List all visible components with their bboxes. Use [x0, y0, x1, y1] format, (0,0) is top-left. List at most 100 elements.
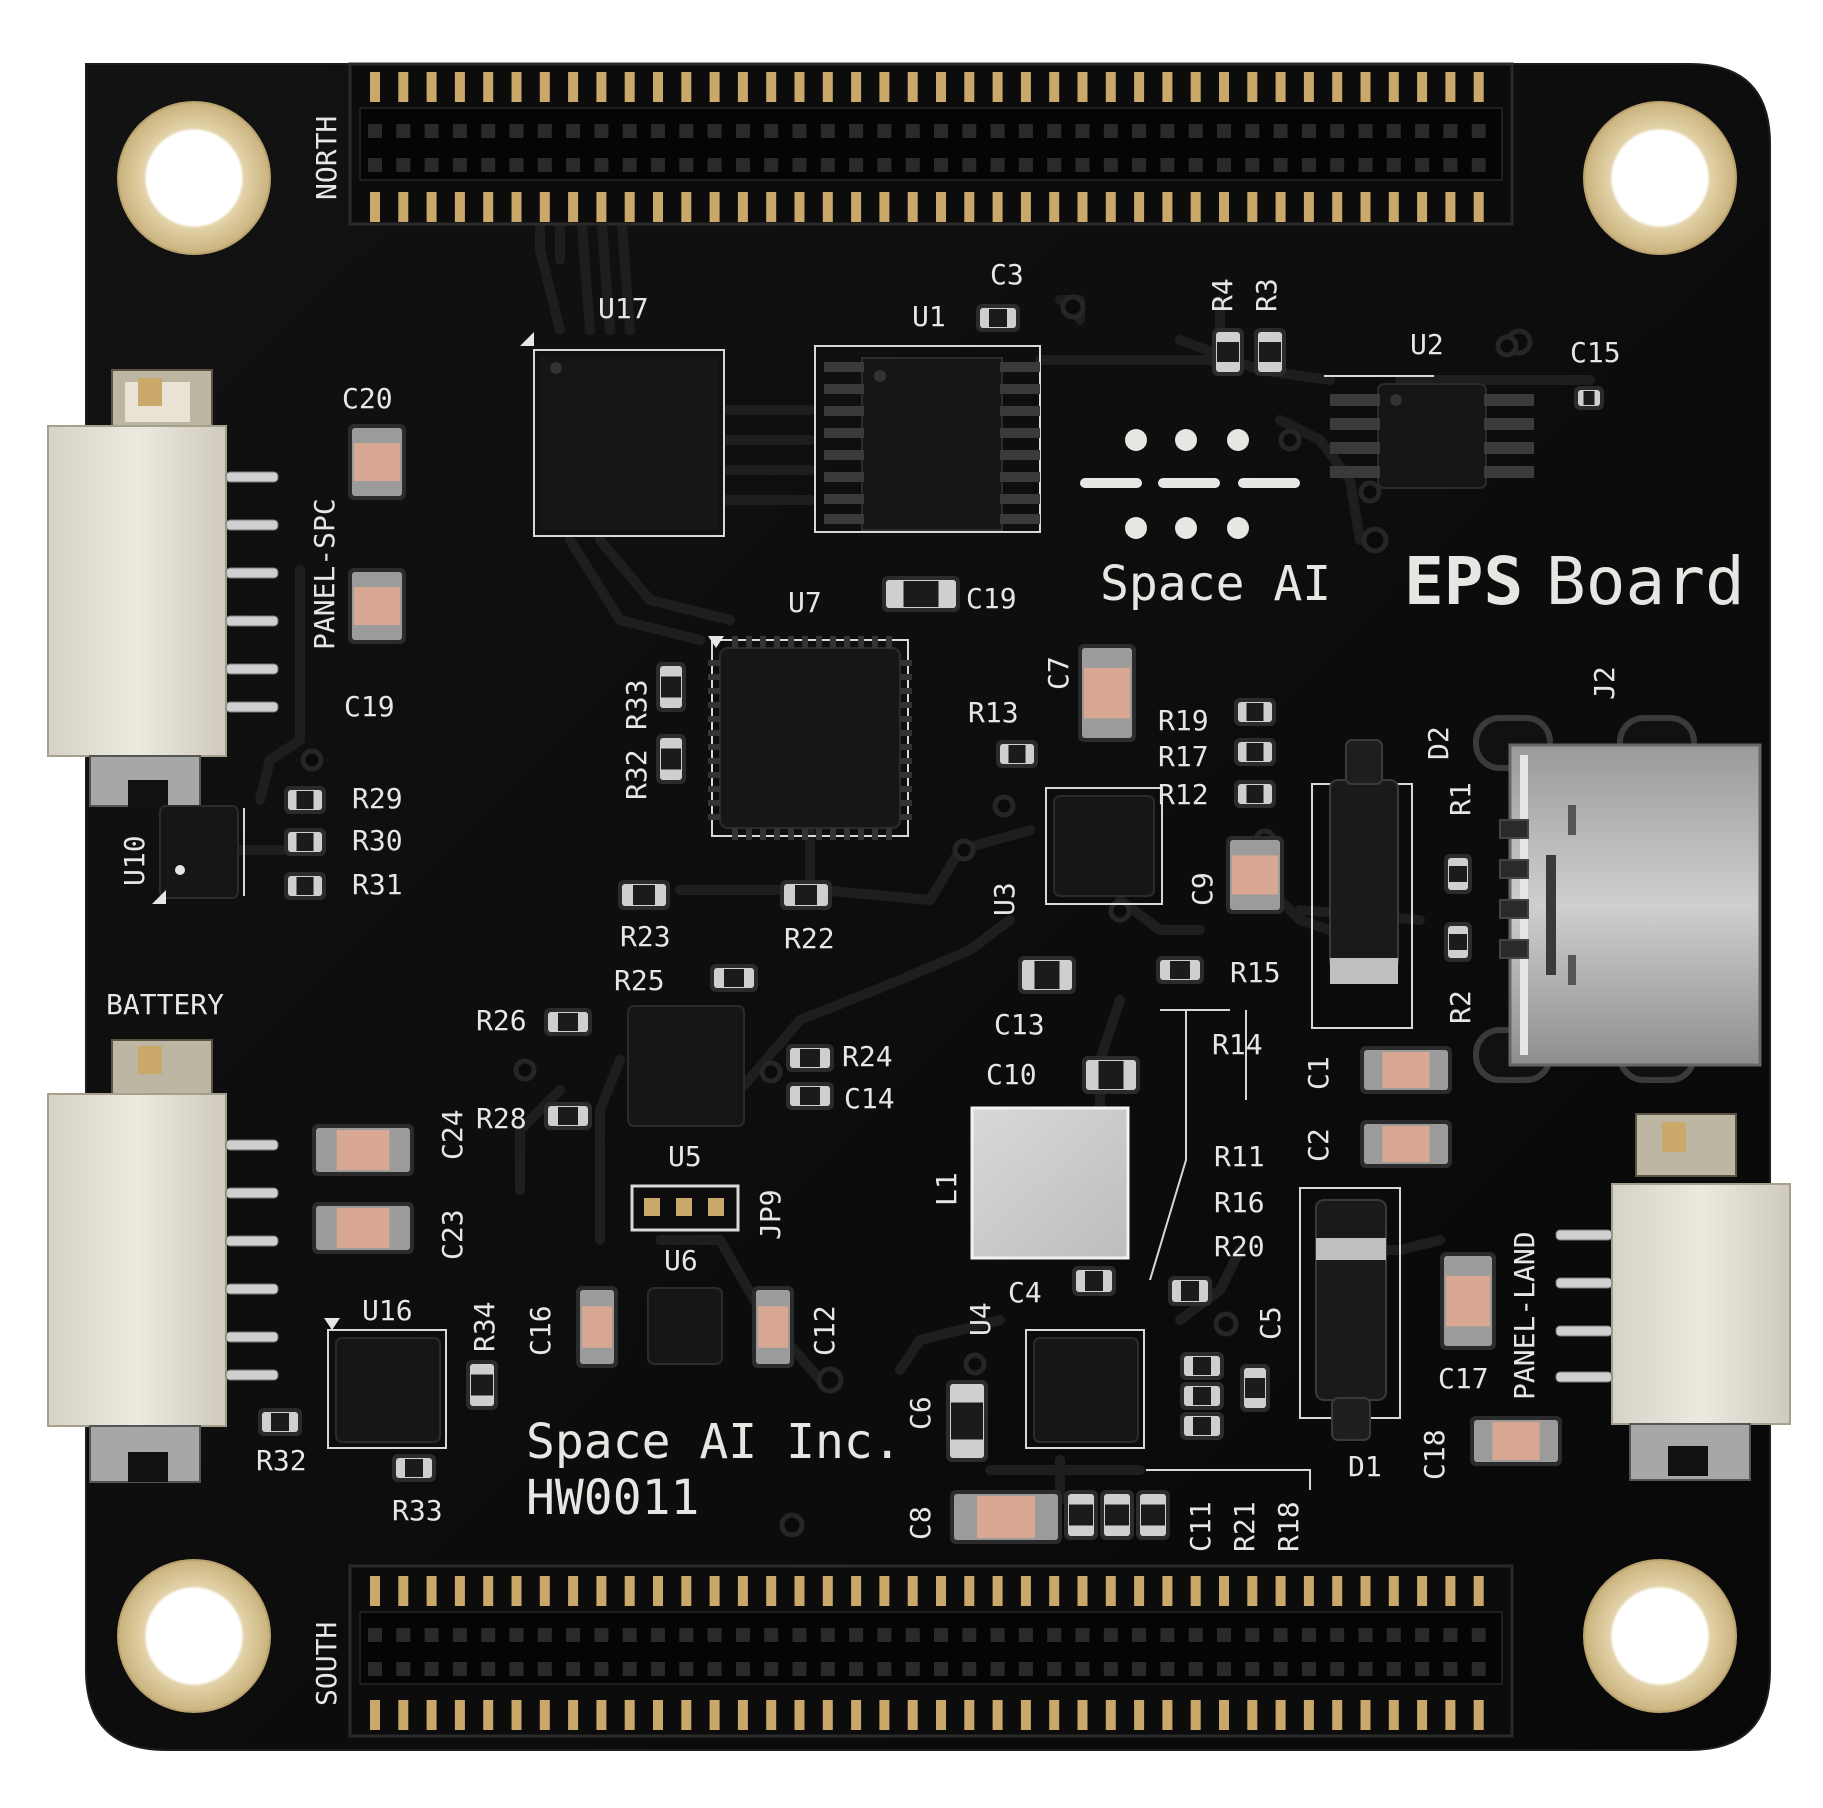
- ic-pin: [844, 636, 850, 648]
- ic-pin: [802, 828, 808, 840]
- header-socket: [849, 158, 864, 172]
- ic-pin: [746, 636, 752, 648]
- header-pin: [624, 192, 635, 222]
- header-pin: [1332, 192, 1343, 222]
- label-r13: R13: [968, 696, 1019, 729]
- label-r19: R19: [1158, 704, 1209, 737]
- ic-pin: [886, 636, 892, 648]
- resistor: [1082, 1056, 1140, 1094]
- u17-ic: [520, 332, 725, 537]
- header-socket: [1358, 158, 1373, 172]
- header-socket: [764, 1662, 779, 1676]
- header-pin: [851, 1700, 862, 1730]
- header-socket: [1018, 124, 1033, 138]
- header-socket: [566, 158, 581, 172]
- mounting-hole-tl: [117, 101, 271, 255]
- resistor: [656, 662, 686, 712]
- u3-ic: [1045, 787, 1163, 905]
- header-pin: [1303, 72, 1314, 102]
- label-r30: R30: [352, 824, 403, 857]
- header-socket: [735, 124, 750, 138]
- ic-pin: [708, 786, 720, 792]
- part-number: HW0011: [526, 1470, 699, 1526]
- ic-pin: [900, 702, 912, 708]
- header-pin: [1190, 1576, 1201, 1606]
- header-pin: [992, 1700, 1003, 1730]
- mounting-hole-bl: [117, 1559, 271, 1713]
- header-socket: [1075, 124, 1090, 138]
- header-pin: [398, 1700, 409, 1730]
- header-socket: [537, 1628, 552, 1642]
- resistor: [710, 964, 758, 992]
- header-socket: [1217, 158, 1231, 172]
- ic-pin: [900, 660, 912, 666]
- header-socket: [622, 1628, 637, 1642]
- header-socket: [1132, 1662, 1147, 1676]
- capacitor: [1470, 1416, 1562, 1466]
- header-pin: [370, 1576, 380, 1606]
- header-socket: [707, 124, 722, 138]
- resistor: [882, 576, 960, 612]
- header-pin: [1247, 1700, 1258, 1730]
- header-pin: [1049, 192, 1060, 222]
- header-pin: [1445, 1576, 1456, 1606]
- header-socket: [424, 124, 439, 138]
- label-r1: R1: [1444, 782, 1477, 816]
- header-pin: [737, 192, 748, 222]
- header-socket: [368, 1628, 382, 1642]
- header-socket: [566, 1628, 581, 1642]
- label-r32b: R32: [256, 1444, 307, 1477]
- header-pin: [1247, 72, 1258, 102]
- label-r34: R34: [468, 1301, 501, 1352]
- header-socket: [594, 1662, 609, 1676]
- header-socket: [820, 158, 835, 172]
- header-socket: [396, 124, 411, 138]
- header-pin: [681, 72, 692, 102]
- label-c14: C14: [844, 1082, 895, 1115]
- header-pin: [936, 192, 946, 222]
- header-socket: [1386, 1662, 1401, 1676]
- header-socket: [934, 1662, 948, 1676]
- header-pin: [426, 72, 437, 102]
- header-socket: [1075, 158, 1090, 172]
- label-r24: R24: [842, 1040, 893, 1073]
- header-pin: [483, 1576, 494, 1606]
- header-pin: [596, 72, 607, 102]
- header-pin: [964, 72, 975, 102]
- header-socket: [1330, 1662, 1345, 1676]
- header-pin: [1360, 1700, 1371, 1730]
- header-socket: [1415, 124, 1430, 138]
- header-socket: [1217, 124, 1231, 138]
- d1-diode: [1299, 1187, 1401, 1441]
- header-pin: [370, 192, 380, 222]
- header-socket: [1245, 1628, 1260, 1642]
- ic-pin: [708, 660, 720, 666]
- header-socket: [509, 1662, 524, 1676]
- ic-pin: [900, 730, 912, 736]
- resistor: [1064, 1490, 1098, 1540]
- header-socket: [1018, 158, 1033, 172]
- header-socket: [1358, 1628, 1373, 1642]
- panel-land-connector: [1555, 1113, 1791, 1481]
- ic-pin: [816, 636, 822, 648]
- label-u4: U4: [964, 1302, 997, 1336]
- ic-pin: [708, 674, 720, 680]
- vias: [300, 294, 1533, 1538]
- label-c20: C20: [342, 382, 393, 415]
- header-socket: [1160, 1662, 1175, 1676]
- header-pin: [483, 72, 494, 102]
- header-pin: [483, 192, 494, 222]
- header-socket: [424, 1628, 439, 1642]
- header-pin: [596, 192, 607, 222]
- header-pin: [568, 1576, 579, 1606]
- header-pin: [1162, 1576, 1173, 1606]
- ic-pin: [708, 702, 720, 708]
- header-socket: [849, 124, 864, 138]
- header-pin: [1049, 1576, 1060, 1606]
- header-socket: [566, 1662, 581, 1676]
- ic-pin: [788, 828, 794, 840]
- header-socket: [1217, 1662, 1231, 1676]
- header-pin: [709, 1700, 720, 1730]
- header-socket: [1188, 124, 1203, 138]
- header-pin: [992, 1576, 1003, 1606]
